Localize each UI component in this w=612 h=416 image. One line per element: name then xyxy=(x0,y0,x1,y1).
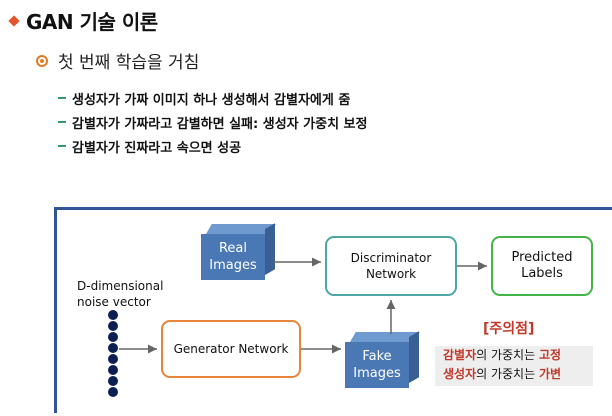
vector-dot xyxy=(108,365,118,375)
vector-dot xyxy=(108,343,118,353)
bullet-text: 감별자가 가짜라고 감별하면 실패: 생성자 가중치 보정 xyxy=(72,116,368,132)
disc-label-2: Network xyxy=(365,267,417,281)
generator-box: Generator Network xyxy=(161,320,301,378)
diagram-arrows xyxy=(119,257,487,354)
warning-line-1: 감별자의 가중치는 고정 xyxy=(443,346,593,365)
pred-label-2: Labels xyxy=(521,266,563,281)
generator-label: Generator Network xyxy=(173,342,289,356)
vector-dot xyxy=(108,354,118,364)
noise-label-line2: noise vector xyxy=(77,295,151,309)
warning-box: 감별자의 가중치는 고정 생성자의 가중치는 가변 xyxy=(435,346,593,386)
diamond-bullet-icon xyxy=(8,14,20,27)
real-label-1: Real xyxy=(218,241,248,256)
vector-dot xyxy=(108,332,118,342)
title-row: GAN 기술 이론 xyxy=(8,6,158,35)
noise-label-line1: D-dimensional xyxy=(77,279,164,293)
warning-title: [주의점] xyxy=(483,321,535,337)
bullet-text: 감별자가 진짜라고 속으면 성공 xyxy=(72,140,242,156)
vector-dot xyxy=(108,387,118,397)
pred-label-1: Predicted xyxy=(511,250,573,265)
bullet-item: 감별자가 진짜라고 속으면 성공 xyxy=(58,134,367,158)
fake-label-1: Fake xyxy=(362,349,392,364)
bullet-item: 감별자가 가짜라고 감별하면 실패: 생성자 가중치 보정 xyxy=(58,110,367,134)
warning-line-2: 생성자의 가중치는 가변 xyxy=(443,365,593,384)
warning-generator: 생성자 xyxy=(443,367,477,381)
warning-weight-text: 의 가중치는 xyxy=(476,348,539,362)
subtitle: 첫 번째 학습을 거침 xyxy=(58,53,200,73)
dash-icon xyxy=(58,121,66,123)
warning-discriminator: 감별자 xyxy=(443,348,477,362)
vector-dot xyxy=(108,376,118,386)
dash-icon xyxy=(58,145,66,147)
bullet-list: 생성자가 가짜 이미지 하나 생성해서 감별자에게 줌 감별자가 가짜라고 감별… xyxy=(58,86,367,158)
fake-label-2: Images xyxy=(353,366,401,381)
vector-dot xyxy=(108,321,118,331)
circle-bullet-icon xyxy=(36,54,48,67)
bullet-text: 생성자가 가짜 이미지 하나 생성해서 감별자에게 줌 xyxy=(72,92,351,108)
page-title: GAN 기술 이론 xyxy=(26,10,158,34)
noise-vector-label: D-dimensional noise vector xyxy=(77,278,163,310)
bullet-item: 생성자가 가짜 이미지 하나 생성해서 감별자에게 줌 xyxy=(58,86,367,110)
real-label-2: Images xyxy=(209,258,257,273)
disc-label-1: Discriminator xyxy=(350,251,432,265)
subtitle-row: 첫 번째 학습을 거침 xyxy=(36,48,199,73)
warning-variable: 가변 xyxy=(538,367,562,381)
dash-icon xyxy=(58,97,66,99)
noise-vector xyxy=(108,310,118,398)
vector-dot xyxy=(108,310,118,320)
warning-weight-text: 의 가중치는 xyxy=(476,367,539,381)
warning-fixed: 고정 xyxy=(538,348,562,362)
